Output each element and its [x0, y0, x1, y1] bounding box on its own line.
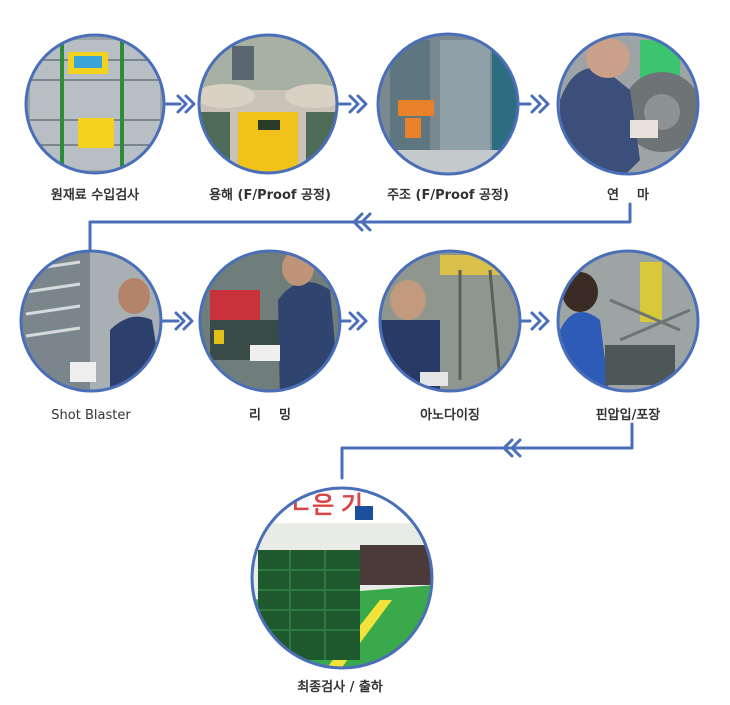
- step-label-final-inspection-shipping: 최종검사 / 출하: [297, 679, 383, 695]
- step-label-shot-blaster: Shot Blaster: [51, 408, 131, 423]
- return-line-1: [88, 202, 632, 252]
- arrow-2-3: [336, 94, 368, 114]
- arrow-5-6: [161, 311, 194, 331]
- flow-connectors: [88, 94, 634, 480]
- step-label-raw-material-inspection: 원재료 수입검사: [51, 187, 139, 203]
- arrow-7-8: [518, 311, 550, 331]
- step-label-pin-press-packing: 핀압입/포장: [596, 407, 661, 423]
- photo-borders: [19, 32, 700, 670]
- step-label-reaming: 리 밍: [249, 407, 291, 423]
- step-label-polishing: 연 마: [607, 187, 649, 203]
- anodizing-photo: [380, 251, 520, 391]
- pin-press-packing-photo: [558, 251, 698, 391]
- step-label-melting: 용해 (F/Proof 공정): [209, 187, 331, 203]
- final-inspection-shipping-photo: ㄴ은 기: [252, 488, 432, 668]
- melting-furnace-photo: [199, 35, 337, 173]
- arrow-3-4: [518, 94, 550, 114]
- svg-text:ㄴ은 기: ㄴ은 기: [290, 492, 363, 519]
- casting-machine-photo: [378, 34, 518, 174]
- arrow-6-7: [338, 311, 368, 331]
- reaming-photo: [200, 251, 340, 391]
- return-line-2: [340, 422, 634, 480]
- step-label-casting: 주조 (F/Proof 공정): [387, 187, 509, 203]
- step-label-anodizing: 아노다이징: [420, 407, 480, 423]
- polishing-photo: [558, 34, 698, 174]
- arrow-1-2: [164, 94, 196, 114]
- raw-material-inspection-photo: [26, 35, 164, 173]
